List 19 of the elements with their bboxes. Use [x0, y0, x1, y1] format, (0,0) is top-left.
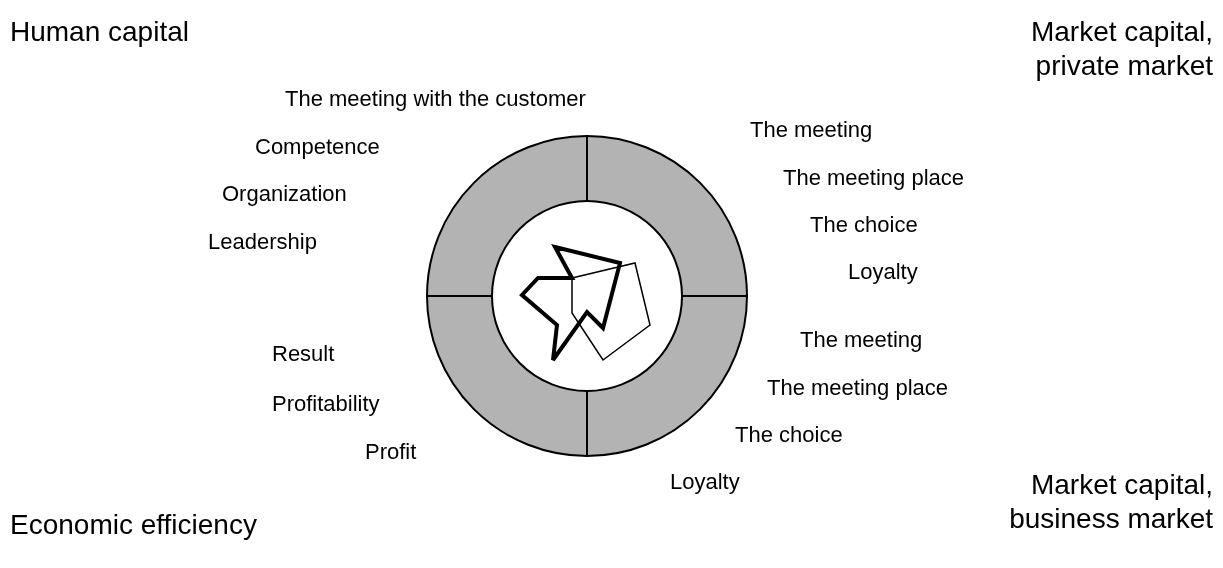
factor-label: Profit [365, 439, 417, 465]
factor-label: The meeting place [767, 375, 948, 401]
quadrant-heading: Market capital, business market [1008, 468, 1213, 536]
quadrant-heading: Market capital, private market [1029, 15, 1213, 83]
factor-label: The meeting place [783, 165, 964, 191]
factor-label: The meeting with the customer [285, 86, 586, 112]
factor-label: The choice [735, 422, 843, 448]
quadrant-heading: Economic efficiency [10, 508, 257, 542]
factor-label: Loyalty [670, 469, 740, 495]
factor-label: The meeting [800, 327, 923, 353]
factor-label: The choice [810, 212, 918, 238]
factor-label: Competence [255, 134, 380, 160]
factor-label: The meeting [750, 117, 873, 143]
factor-label: Loyalty [848, 259, 918, 285]
factor-label: Organization [222, 181, 347, 207]
quadrant-heading: Human capital [10, 15, 189, 49]
factor-label: Profitability [272, 391, 380, 417]
factor-label: Leadership [208, 229, 317, 255]
factor-label: Result [272, 341, 335, 367]
